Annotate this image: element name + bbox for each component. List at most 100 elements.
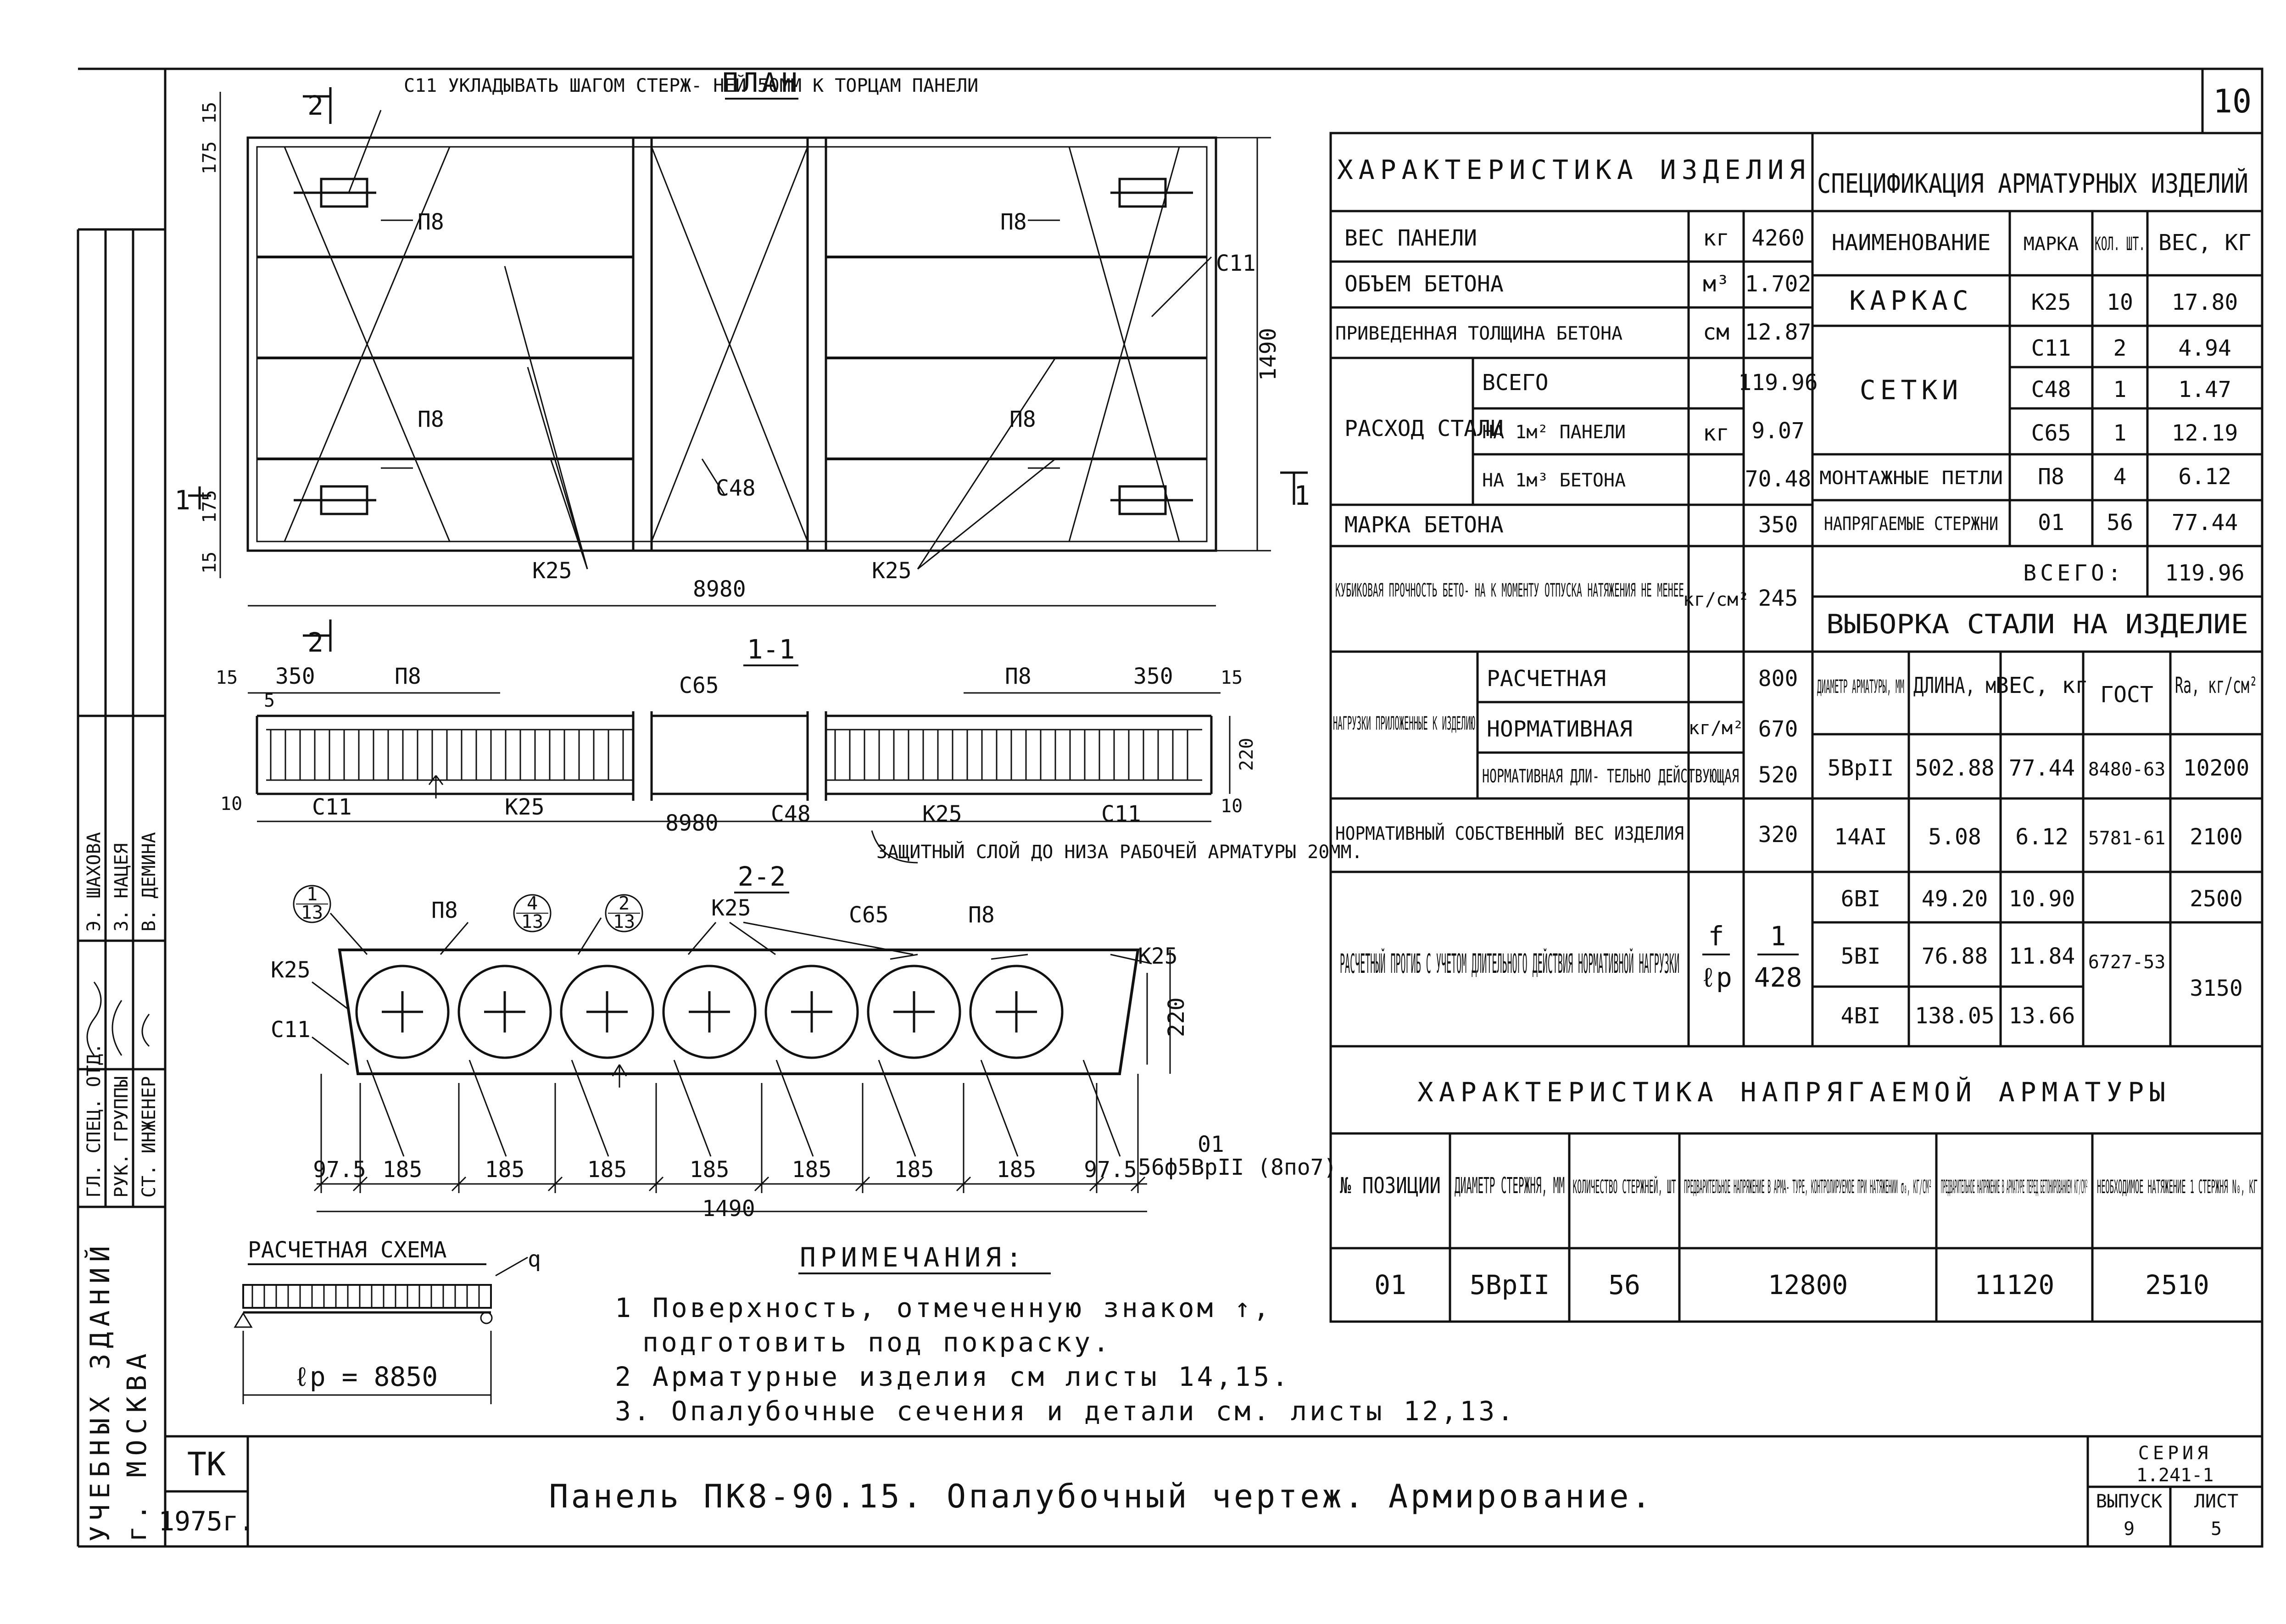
svg-text:ВЕС, кг: ВЕС, кг — [1996, 673, 2088, 698]
sheet-number: 10 — [2213, 83, 2252, 120]
char-title: ХАРАКТЕРИСТИКА ИЗДЕЛИЯ — [1337, 154, 1811, 185]
svg-text:КУБИКОВАЯ ПРОЧНОСТЬ БЕТО- НА К: КУБИКОВАЯ ПРОЧНОСТЬ БЕТО- НА К МОМЕНТУ О… — [1335, 580, 1684, 601]
svg-text:8980: 8980 — [693, 576, 746, 602]
svg-text:С65: С65 — [2031, 420, 2071, 446]
sheet-title: Панель ПК8-90.15. Опалубочный чертеж. Ар… — [549, 1478, 1653, 1515]
svg-text:5BI: 5BI — [1841, 943, 1881, 969]
load-hatch — [251, 1285, 480, 1308]
tension-table: ХАРАКТЕРИСТИКА НАПРЯГАЕМОЙ АРМАТУРЫ № ПО… — [1340, 1076, 2258, 1300]
svg-text:1.702: 1.702 — [1745, 271, 1812, 297]
svg-text:ОБЪЕМ БЕТОНА: ОБЪЕМ БЕТОНА — [1344, 271, 1504, 297]
svg-text:ПРЕДВАРИТЕЛЬНОЕ НАПРЯЖЕНИЕ В А: ПРЕДВАРИТЕЛЬНОЕ НАПРЯЖЕНИЕ В АРМА- ТУРЕ,… — [1684, 1177, 1932, 1198]
hollow-core — [355, 965, 450, 1059]
svg-text:1.241-1: 1.241-1 — [2136, 1465, 2214, 1486]
svg-text:800: 800 — [1758, 666, 1798, 692]
notes: ПРИМЕЧАНИЯ: 1 Поверхность, отмеченную зн… — [615, 1242, 1513, 1427]
svg-text:1: 1 — [307, 884, 318, 905]
sheet-frame — [77, 67, 2264, 1548]
dim-tick — [313, 1176, 329, 1192]
svg-text:П8: П8 — [1005, 664, 1031, 689]
plan-note: С11 УКЛАДЫВАТЬ ШАГОМ СТЕРЖ- НЕЙ 50ММ К Т… — [404, 74, 978, 96]
dim-tick — [1089, 1176, 1104, 1192]
svg-text:97.5: 97.5 — [1084, 1157, 1137, 1183]
svg-text:56: 56 — [1608, 1269, 1640, 1300]
section-2-2: 2-2 1 — [271, 861, 1337, 1222]
svg-text:кг/см²: кг/см² — [1683, 589, 1750, 610]
svg-text:К25: К25 — [1138, 943, 1178, 969]
hollow-cores — [355, 965, 1064, 1059]
detail-marker-1: 1 13 — [293, 884, 331, 923]
svg-text:5: 5 — [264, 690, 275, 711]
svg-text:2: 2 — [307, 627, 323, 658]
svg-text:185: 185 — [587, 1157, 627, 1183]
leader — [878, 1060, 916, 1157]
svg-text:К25: К25 — [505, 794, 545, 820]
side-stamp: ГЛ. СПЕЦ. ОТД. РУК. ГРУППЫ СТ. ИНЖЕНЕР Э… — [84, 832, 160, 1542]
svg-text:П8: П8 — [968, 902, 995, 928]
svg-text:13.66: 13.66 — [2009, 1003, 2075, 1029]
svg-text:185: 185 — [894, 1157, 934, 1183]
dim-tick — [547, 1176, 563, 1192]
svg-text:КОЛ. ШТ.: КОЛ. ШТ. — [2095, 234, 2145, 255]
svg-text:6.12: 6.12 — [2178, 464, 2231, 490]
detail-marker-2: 2 13 — [605, 893, 643, 932]
svg-text:5: 5 — [2211, 1518, 2222, 1540]
svg-text:245: 245 — [1758, 586, 1798, 611]
svg-text:77.44: 77.44 — [2172, 510, 2238, 536]
svg-text:ПРЕДВАРИТЕЛЬНОЕ НАПРЯЖЕНИЕ В А: ПРЕДВАРИТЕЛЬНОЕ НАПРЯЖЕНИЕ В АРМАТУРЕ ПЕ… — [1941, 1177, 2088, 1198]
section-2-2-dim-labels: 97.5 185 185 185 185 185 185 185 97.5 — [313, 1157, 1137, 1183]
svg-text:01: 01 — [1198, 1132, 1224, 1157]
svg-text:НЕОБХОДИМОЕ НАТЯЖЕНИЕ 1 СТЕРЖН: НЕОБХОДИМОЕ НАТЯЖЕНИЕ 1 СТЕРЖНЯ N₀, КГ — [2097, 1177, 2258, 1198]
svg-text:2 Арматурные изделия см листы: 2 Арматурные изделия см листы 14,15. — [615, 1361, 1291, 1392]
svg-text:С48: С48 — [716, 475, 756, 501]
svg-text:350: 350 — [275, 664, 315, 689]
svg-text:5.08: 5.08 — [1928, 824, 1981, 850]
stamp-role-1: ГЛ. СПЕЦ. ОТД. — [84, 1043, 105, 1198]
hollow-core — [969, 965, 1064, 1059]
svg-text:К25: К25 — [2031, 290, 2071, 315]
svg-text:НАГРУЗКИ ПРИЛОЖЕННЫЕ К ИЗДЕЛИЮ: НАГРУЗКИ ПРИЛОЖЕННЫЕ К ИЗДЕЛИЮ — [1333, 713, 1475, 734]
svg-text:К25: К25 — [532, 558, 572, 584]
svg-text:15: 15 — [1221, 667, 1243, 688]
svg-text:МАРКА: МАРКА — [2024, 234, 2079, 255]
stamp-role-2: РУК. ГРУППЫ — [111, 1076, 132, 1198]
svg-text:13: 13 — [521, 911, 543, 932]
svg-text:кг/м²: кг/м² — [1689, 718, 1744, 739]
svg-text:ЛИСТ: ЛИСТ — [2194, 1491, 2238, 1512]
svg-text:320: 320 — [1758, 822, 1798, 848]
leader — [366, 1060, 405, 1157]
svg-text:МОНТАЖНЫЕ ПЕТЛИ: МОНТАЖНЫЕ ПЕТЛИ — [1819, 468, 2003, 489]
stamp-role-3: СТ. ИНЖЕНЕР — [139, 1076, 160, 1198]
stamp-name-1: Э. ШАХОВА — [84, 832, 105, 932]
svg-text:П8: П8 — [2038, 464, 2064, 490]
svg-text:12.87: 12.87 — [1745, 319, 1812, 345]
section-2-2-title: 2-2 — [738, 861, 786, 892]
svg-text:428: 428 — [1754, 962, 1802, 993]
svg-text:f: f — [1708, 921, 1724, 952]
svg-text:С48: С48 — [2031, 377, 2071, 402]
stamp-name-2: З. НАЦЕЯ — [111, 843, 132, 932]
leader — [775, 1060, 814, 1157]
svg-text:2: 2 — [307, 90, 323, 121]
svg-text:11120: 11120 — [1974, 1269, 2055, 1300]
svg-text:q: q — [528, 1246, 541, 1272]
svg-text:К25: К25 — [922, 801, 962, 827]
svg-text:П8: П8 — [1000, 209, 1027, 235]
svg-text:ВЫПУСК: ВЫПУСК — [2096, 1491, 2163, 1512]
svg-text:ВЕС ПАНЕЛИ: ВЕС ПАНЕЛИ — [1344, 225, 1477, 251]
svg-text:см: см — [1703, 319, 1729, 345]
svg-text:520: 520 — [1758, 762, 1798, 788]
side-org: УЧЕБНЫХ ЗДАНИЙ — [84, 1240, 116, 1542]
plan-title: ПЛАН — [722, 67, 801, 98]
svg-text:П8: П8 — [418, 209, 444, 235]
svg-text:10.90: 10.90 — [2009, 886, 2075, 912]
svg-text:2: 2 — [619, 893, 630, 914]
svg-text:185: 185 — [485, 1157, 525, 1183]
plan-view: ПЛАН С11 УКЛАДЫВАТЬ ШАГОМ СТЕРЖ- НЕЙ 50М… — [174, 67, 1310, 658]
svg-text:С11: С11 — [2031, 335, 2071, 361]
svg-text:1: 1 — [2113, 377, 2127, 402]
svg-text:1: 1 — [2113, 420, 2127, 446]
svg-text:ДИАМЕТР АРМАТУРЫ, ММ: ДИАМЕТР АРМАТУРЫ, ММ — [1817, 676, 1904, 698]
svg-text:15: 15 — [216, 667, 238, 688]
